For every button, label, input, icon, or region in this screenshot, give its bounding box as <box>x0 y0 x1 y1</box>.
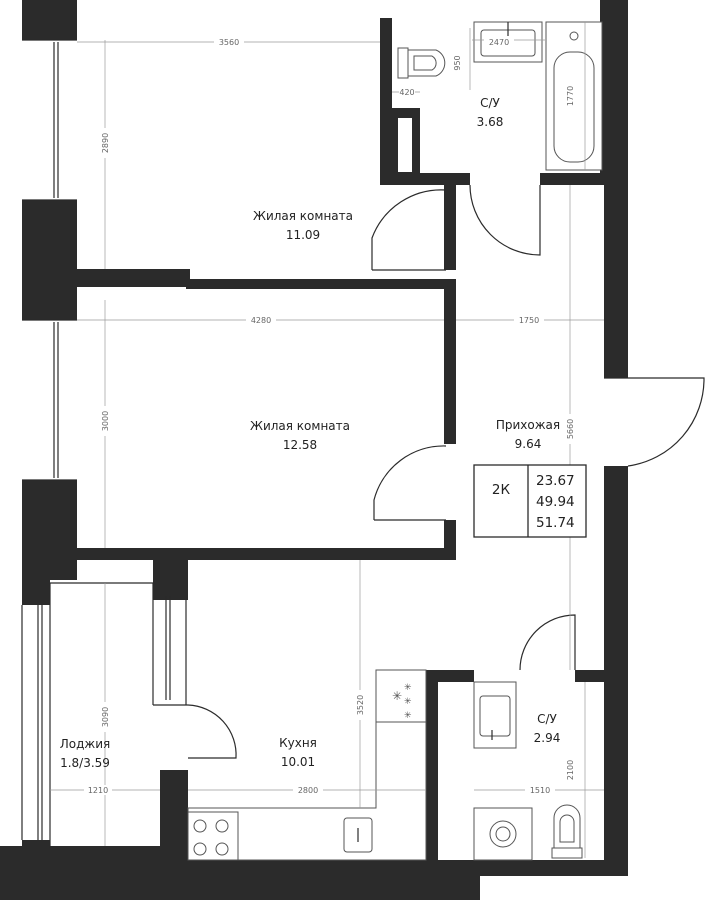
room-name-bathroom2: С/У <box>537 712 557 726</box>
dim-living2-depth: 3000 <box>101 411 110 431</box>
room-name-loggia: Лоджия <box>60 737 111 751</box>
window-kitchen <box>152 583 187 705</box>
wall-segment <box>22 480 77 580</box>
wall-segment <box>160 770 188 900</box>
room-area-living2: 12.58 <box>283 438 317 452</box>
door-bathroom1 <box>469 184 541 256</box>
apartment-type: 2К <box>492 482 511 498</box>
dim-living1-width: 3560 <box>219 38 239 47</box>
room-name-living2: Жилая комната <box>250 419 350 433</box>
wall-segment <box>153 560 188 600</box>
dim-bath2-depth: 2100 <box>566 760 575 780</box>
wall-segment <box>480 860 628 876</box>
room-name-bathroom1: С/У <box>480 96 500 110</box>
window-loggia <box>21 582 153 848</box>
door-living2 <box>373 445 447 520</box>
room-name-hallway: Прихожая <box>496 418 560 432</box>
dim-hall-length: 5660 <box>566 419 575 439</box>
svg-text:✳: ✳ <box>404 697 412 707</box>
window-living2 <box>22 319 77 481</box>
dim-hall-width: 1750 <box>519 316 539 325</box>
door-bathroom2 <box>519 614 576 671</box>
cooktop <box>187 811 239 861</box>
dim-loggia-depth: 3090 <box>101 707 110 727</box>
dim-bath1-width: 2470 <box>489 38 509 47</box>
wall-segment <box>188 860 480 900</box>
wall-segment <box>22 0 77 40</box>
dim-living1-depth: 2890 <box>101 133 110 153</box>
door-loggia <box>153 704 237 759</box>
sink-bathroom2 <box>473 681 517 749</box>
wall-segment <box>444 175 456 270</box>
door-entrance <box>604 377 705 467</box>
toilet-bathroom1 <box>397 47 446 79</box>
wall-segment <box>22 580 50 605</box>
dim-living2-width: 4280 <box>251 316 271 325</box>
wall-segment <box>22 840 50 860</box>
wall-segment <box>380 18 392 183</box>
wall-segment <box>22 200 77 320</box>
dim-kitchen-width: 2800 <box>298 786 318 795</box>
wall-segment <box>540 173 608 185</box>
room-name-living1: Жилая комната <box>253 209 353 223</box>
area-summary-box: 2К 23.67 49.94 51.74 <box>473 464 587 538</box>
dim-kitchen-depth: 3520 <box>356 695 365 715</box>
dim-loggia-width: 1210 <box>88 786 108 795</box>
room-area-kitchen: 10.01 <box>281 755 315 769</box>
room-area-bathroom2: 2.94 <box>534 731 561 745</box>
room-area-bathroom1: 3.68 <box>477 115 504 129</box>
svg-text:✳: ✳ <box>404 683 412 693</box>
room-labels: С/У 3.68 Жилая комната 11.09 Жилая комна… <box>60 96 561 770</box>
wall-segment <box>426 670 438 860</box>
wall-segment <box>444 279 456 444</box>
wall-segment <box>65 269 190 287</box>
door-living1 <box>371 189 447 270</box>
room-area-living1: 11.09 <box>286 228 320 242</box>
room-name-kitchen: Кухня <box>279 736 317 750</box>
wall-segment <box>575 670 610 682</box>
living-area-value: 23.67 <box>536 473 575 489</box>
wall-segment <box>186 279 456 289</box>
dimension-labels: 3560 2890 420 2470 950 1770 4280 1750 30… <box>84 37 575 795</box>
dim-bath1-small: 420 <box>399 88 414 97</box>
svg-text:✳: ✳ <box>392 689 402 703</box>
total-with-loggia-value: 51.74 <box>536 515 575 531</box>
dim-bath1-tub: 1770 <box>566 86 575 106</box>
washing-machine <box>473 807 533 861</box>
kitchen-sink <box>343 817 373 853</box>
wall-segment <box>604 18 628 378</box>
toilet-bathroom2 <box>551 804 583 859</box>
wall-segment <box>65 548 456 560</box>
dim-bath2-width: 1510 <box>530 786 550 795</box>
room-area-loggia: 1.8/3.59 <box>60 756 110 770</box>
window-living1 <box>22 39 77 201</box>
walls <box>0 0 628 900</box>
dim-bath1-wc-depth: 950 <box>453 55 462 70</box>
total-area-value: 49.94 <box>536 494 575 510</box>
windows <box>21 39 187 848</box>
stove: ✳ ✳ ✳ ✳ <box>375 669 427 723</box>
fixtures: ✳ ✳ ✳ ✳ <box>187 21 603 861</box>
svg-text:✳: ✳ <box>404 711 412 721</box>
room-area-hallway: 9.64 <box>515 437 542 451</box>
